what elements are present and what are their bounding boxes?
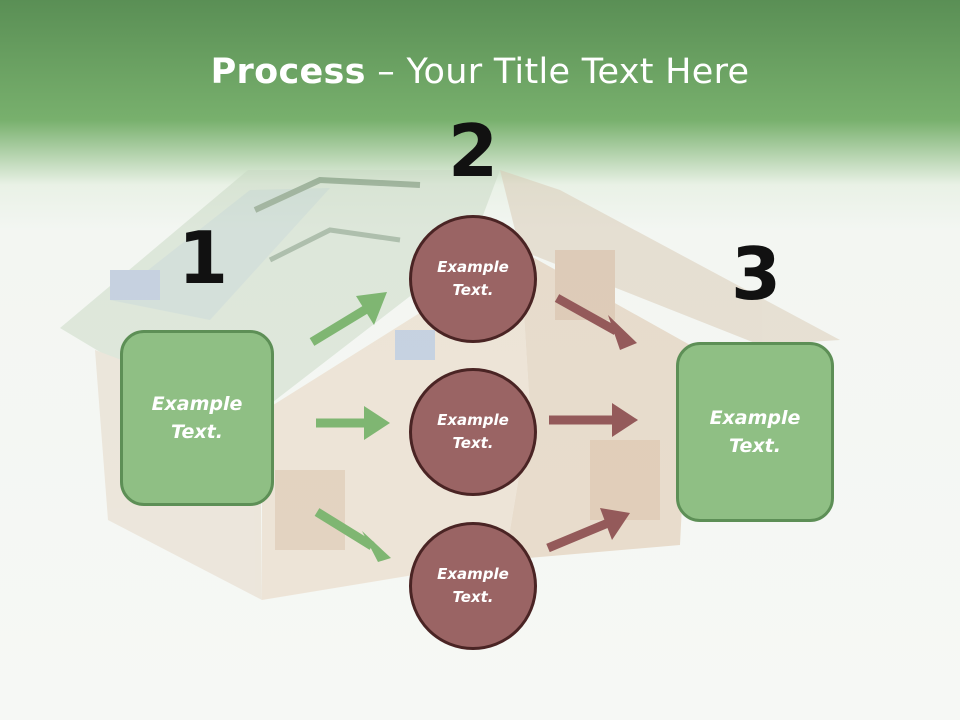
circle-bottom-text: Example Text. [437, 564, 509, 606]
green-arrow-right [316, 406, 390, 440]
circle-bottom: Example Text. [409, 522, 537, 650]
circle-top-text: Example Text. [437, 257, 509, 299]
slide-title: Process – Your Title Text Here [0, 52, 960, 92]
circle-top: Example Text. [409, 215, 537, 343]
red-arrow-right [549, 403, 638, 437]
step-number-2: 2 [448, 109, 499, 193]
red-arrow-up [546, 508, 630, 553]
green-arrow-down [314, 508, 391, 562]
red-arrow-down [554, 294, 637, 350]
step-number-3: 3 [731, 232, 782, 316]
left-box-text: Example Text. [151, 392, 243, 444]
green-arrow-up [309, 292, 387, 346]
right-box: Example Text. [676, 342, 834, 522]
left-box: Example Text. [120, 330, 274, 506]
circle-middle-text: Example Text. [437, 410, 509, 452]
right-box-text: Example Text. [709, 406, 801, 458]
circle-middle: Example Text. [409, 368, 537, 496]
title-rest: – Your Title Text Here [365, 52, 750, 92]
title-strong: Process [210, 52, 366, 92]
step-number-1: 1 [178, 216, 229, 300]
